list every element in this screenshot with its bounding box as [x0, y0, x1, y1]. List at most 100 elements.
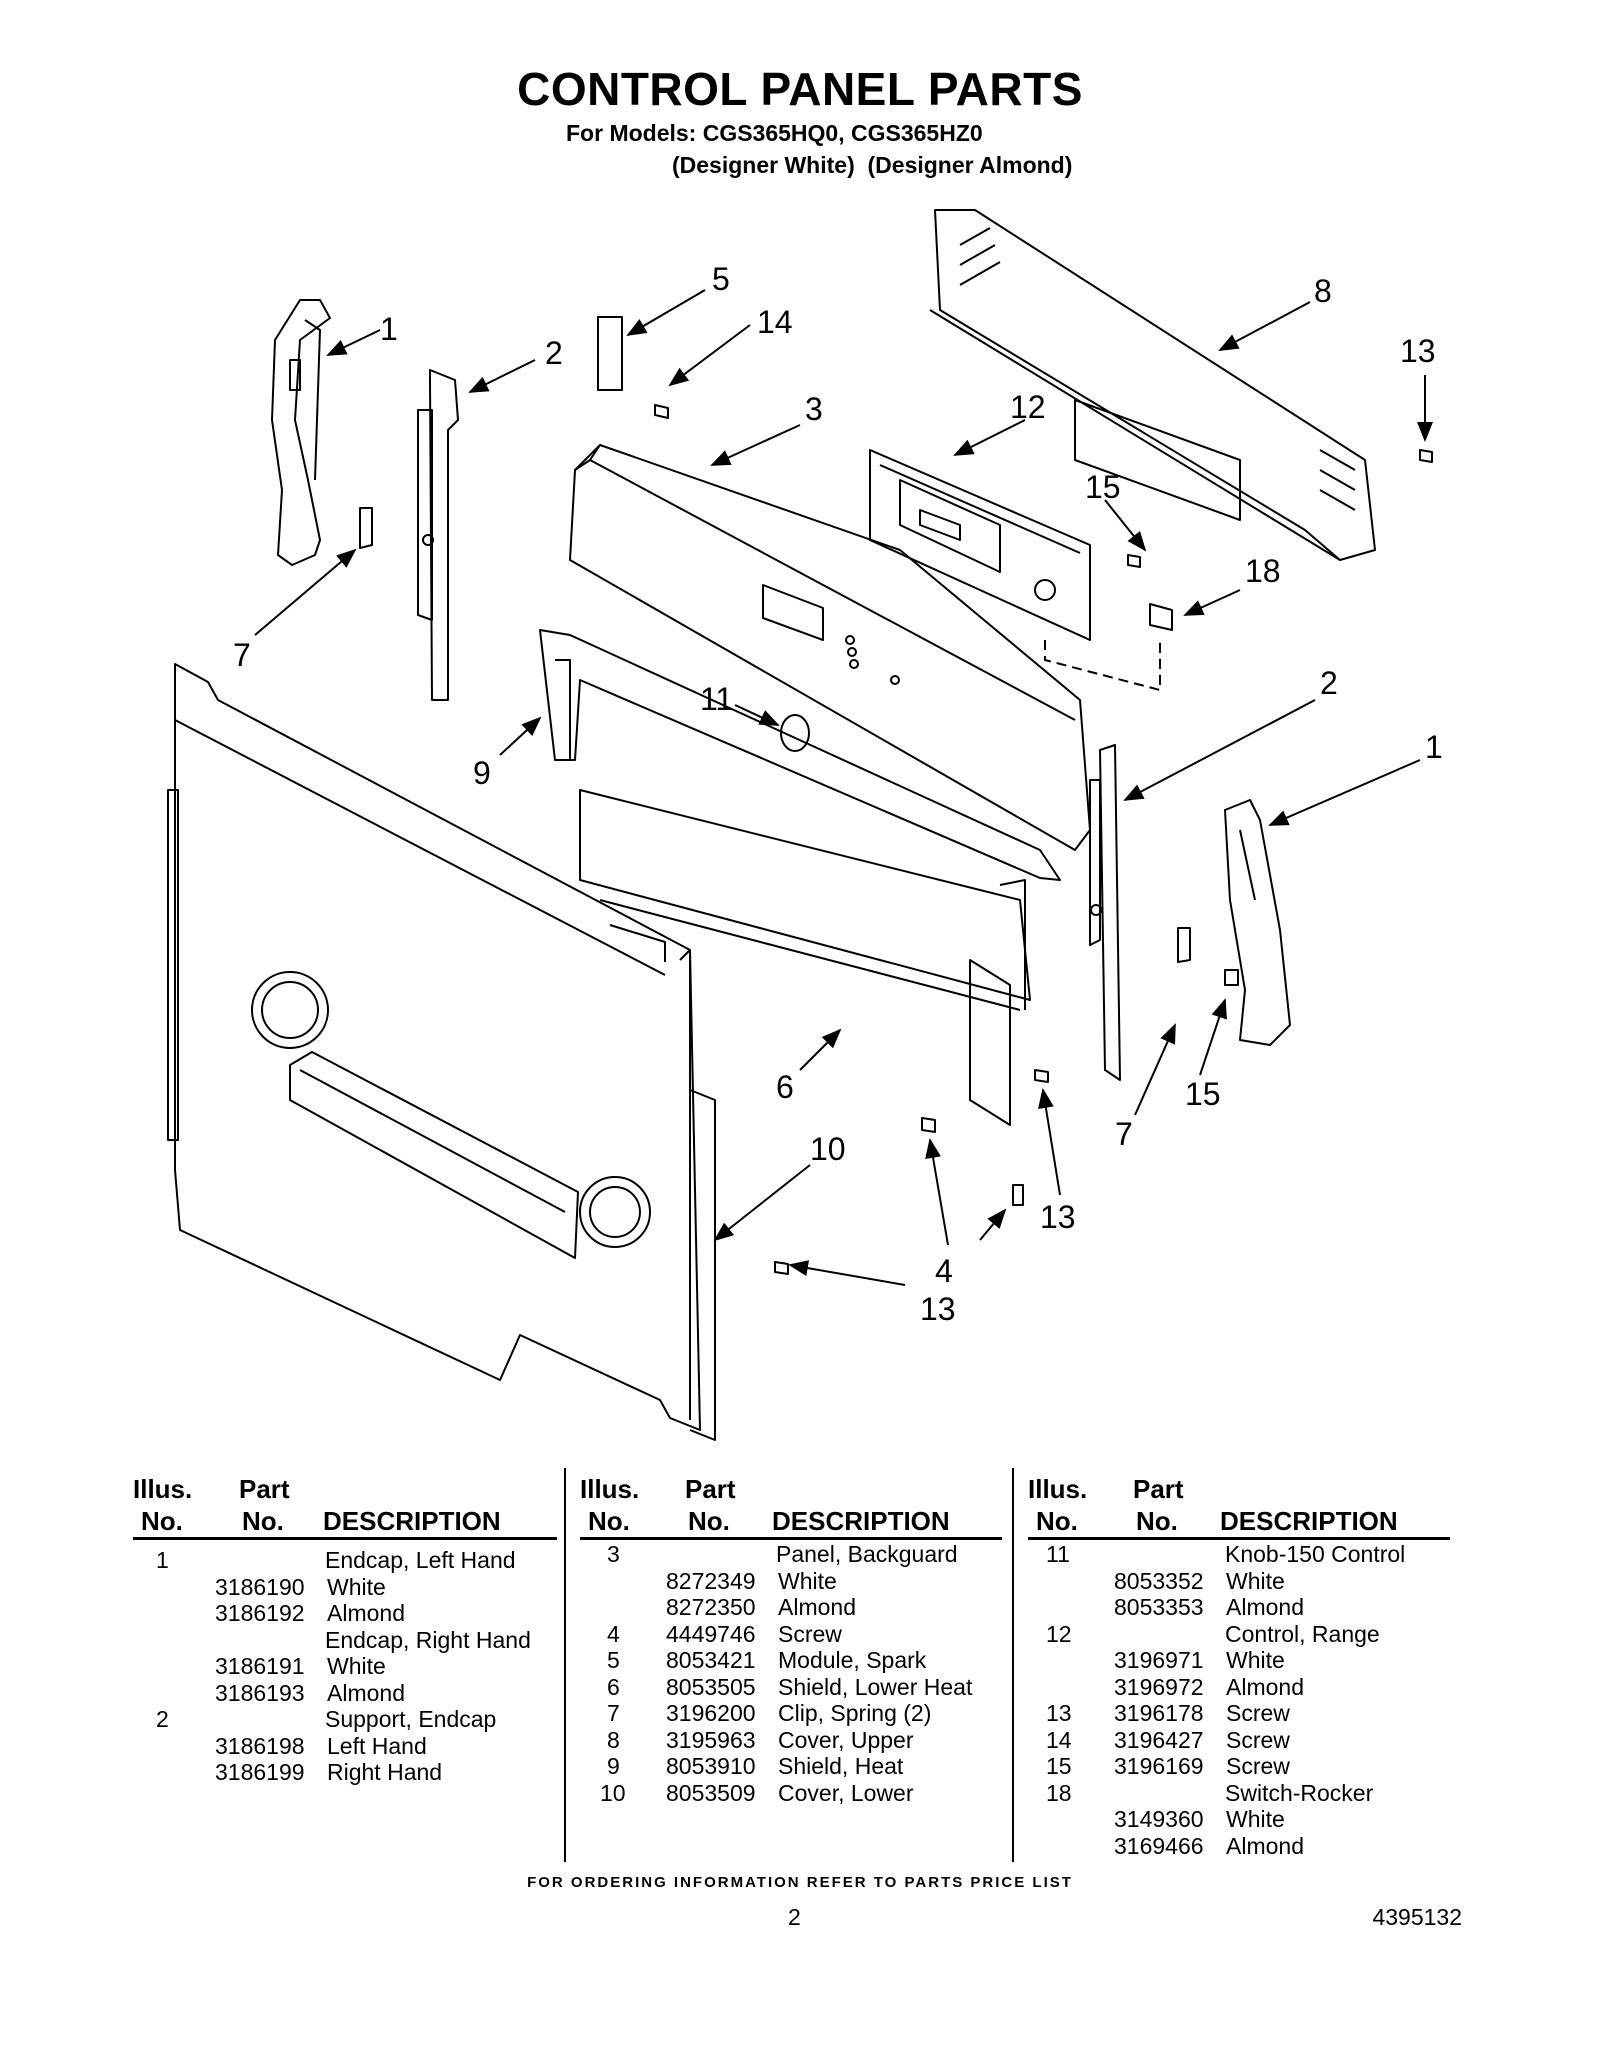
part-no: 3186193	[215, 1679, 305, 1706]
col1-description-header: DESCRIPTION	[323, 1506, 501, 1536]
callout-13-bottom: 13	[920, 1291, 956, 1327]
part-no: 8272350	[666, 1594, 756, 1620]
part-no: 3186199	[215, 1759, 305, 1785]
illus-no: 15	[1046, 1753, 1072, 1779]
col2-description-header: DESCRIPTION	[772, 1506, 950, 1536]
left-clip-part	[359, 507, 373, 549]
right-support-part	[1089, 744, 1121, 1081]
part-no: 3149360	[1114, 1806, 1204, 1832]
callout-2-right: 2	[1320, 665, 1338, 701]
description: Shield, Heat	[778, 1753, 904, 1779]
part-no: 3196972	[1114, 1673, 1204, 1700]
callout-leaders	[254, 289, 1433, 1286]
description: Clip, Spring (2)	[778, 1700, 932, 1726]
switch-dashed-leader	[1044, 640, 1161, 692]
column-divider-2	[1012, 1468, 1014, 1862]
rocker-switch-part	[1149, 603, 1173, 631]
col3-description-header: DESCRIPTION	[1220, 1506, 1398, 1536]
description: Almond	[778, 1594, 856, 1620]
knob-part	[780, 714, 810, 752]
part-no: 3186198	[215, 1732, 305, 1759]
callout-12: 12	[1010, 389, 1046, 425]
col1-part-header: Part No.	[239, 1474, 290, 1536]
callout-2-left: 2	[545, 335, 563, 371]
spark-module-part	[597, 316, 623, 391]
document-number: 4395132	[1372, 1904, 1462, 1930]
description: Cover, Upper	[778, 1726, 914, 1753]
col3-header-rule	[1028, 1537, 1450, 1540]
description: Screw	[1226, 1700, 1290, 1726]
upper-cover-part	[929, 209, 1376, 561]
callout-3: 3	[805, 391, 823, 427]
description: White	[327, 1653, 386, 1679]
description: Endcap, Right Hand	[325, 1626, 531, 1653]
part-no: 3196971	[1114, 1647, 1204, 1673]
description: Screw	[1226, 1726, 1290, 1753]
part-no: 8053509	[666, 1779, 756, 1806]
callout-5: 5	[712, 261, 730, 297]
right-clip-part	[1177, 927, 1191, 963]
illus-no: 8	[607, 1726, 620, 1753]
callout-18: 18	[1245, 553, 1281, 589]
illus-no: 14	[1046, 1726, 1072, 1753]
col3-part-header: Part No.	[1133, 1474, 1184, 1536]
illus-no: 1	[156, 1547, 169, 1573]
callout-labels: 1 2 5 14 3 12 8 13 15 18 7 11 2 1 9 6 7 …	[233, 261, 1443, 1327]
description: Almond	[327, 1600, 405, 1626]
description: Almond	[1226, 1673, 1304, 1700]
callout-10: 10	[810, 1131, 846, 1167]
description: Almond	[1226, 1832, 1304, 1859]
description: Cover, Lower	[778, 1779, 914, 1806]
callout-6: 6	[776, 1069, 794, 1105]
part-no: 8272349	[666, 1567, 756, 1594]
description: Shield, Lower Heat	[778, 1673, 973, 1700]
description: Knob-150 Control	[1225, 1541, 1406, 1567]
description: Almond	[327, 1679, 405, 1706]
description: Almond	[1226, 1594, 1304, 1620]
right-endcap-part	[1224, 799, 1291, 1046]
description: White	[1226, 1806, 1285, 1832]
part-no: 3196200	[666, 1700, 756, 1726]
part-no: 3169466	[1114, 1832, 1204, 1859]
col2-illus-header: Illus. No.	[580, 1474, 640, 1536]
description: Screw	[1226, 1753, 1290, 1779]
callout-11: 11	[700, 681, 733, 717]
lower-cover-part	[167, 663, 716, 1441]
left-support-part	[417, 369, 459, 701]
callout-4: 4	[935, 1253, 953, 1289]
description: Switch-Rocker	[1225, 1779, 1374, 1806]
illus-no: 12	[1046, 1620, 1072, 1647]
part-no: 8053421	[666, 1647, 756, 1673]
description: Support, Endcap	[325, 1706, 497, 1732]
part-no: 3196169	[1114, 1753, 1204, 1779]
illus-no: 2	[156, 1706, 169, 1732]
part-no: 8053353	[1114, 1594, 1204, 1620]
range-control-part	[869, 449, 1091, 641]
callout-9: 9	[473, 755, 491, 791]
illus-no: 5	[607, 1647, 620, 1673]
part-no: 3196427	[1114, 1726, 1204, 1753]
part-no: 8053352	[1114, 1567, 1204, 1594]
callout-7-right: 7	[1115, 1116, 1133, 1152]
description: White	[778, 1567, 837, 1594]
ordering-note: FOR ORDERING INFORMATION REFER TO PARTS …	[527, 1874, 1073, 1891]
col2-header-rule	[580, 1537, 1002, 1540]
backguard-panel-part	[569, 444, 1091, 851]
page-number: 2	[788, 1904, 801, 1930]
description: White	[327, 1573, 386, 1600]
exploded-parts-diagram: 1 2 5 14 3 12 8 13 15 18 7 11 2 1 9 6 7 …	[167, 209, 1443, 1441]
description: White	[1226, 1567, 1285, 1594]
color-subtitle: (Designer White) (Designer Almond)	[672, 152, 1073, 178]
model-subtitle: For Models: CGS365HQ0, CGS365HZ0	[566, 120, 983, 146]
part-no: 3195963	[666, 1726, 756, 1753]
col1-illus-header: Illus. No.	[133, 1474, 193, 1536]
illus-no: 3	[607, 1541, 620, 1567]
description: Panel, Backguard	[776, 1541, 958, 1567]
col2-part-header: Part No.	[685, 1474, 736, 1536]
col1-header-rule	[133, 1537, 557, 1540]
illus-no: 18	[1046, 1779, 1072, 1806]
heat-shield-part	[539, 629, 1061, 881]
part-no: 3186192	[215, 1600, 305, 1626]
lower-heat-shield-part	[579, 789, 1031, 1126]
description: Left Hand	[327, 1732, 427, 1759]
